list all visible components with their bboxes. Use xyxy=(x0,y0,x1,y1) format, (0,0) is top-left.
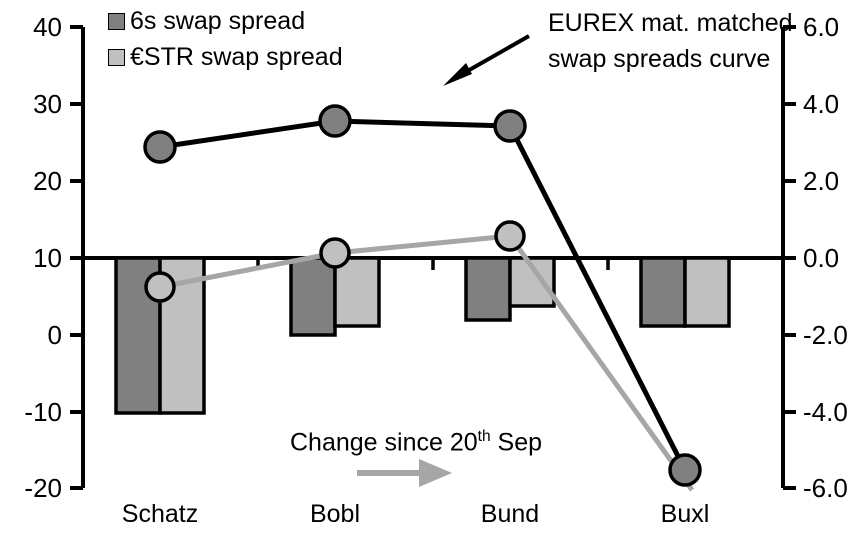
line-eurex-curve[interactable] xyxy=(159,118,688,472)
marker-eurex-bund xyxy=(493,109,527,143)
category-label-schatz: Schatz xyxy=(121,500,199,528)
right-axis-tick-label-6: 6.0 xyxy=(803,12,840,42)
left-axis-tick-label-40: 40 xyxy=(33,12,62,42)
bar-estr-buxl[interactable] xyxy=(683,256,731,328)
right-axis-tick-label-2: 2.0 xyxy=(803,166,840,196)
line-estr-markers xyxy=(144,220,526,303)
legend-item-estr-swap-spread[interactable]: €STR swap spread xyxy=(108,45,343,70)
callout-arrow-icon xyxy=(443,34,530,86)
left-axis-tick-label-20: 20 xyxy=(33,166,62,196)
bar-6s-buxl[interactable] xyxy=(639,256,687,328)
bar-6s-bund[interactable] xyxy=(464,256,512,322)
annotation-change-since-prefix: Change since 20 xyxy=(290,428,478,457)
bar-estr-bund[interactable] xyxy=(508,256,556,308)
annotation-eurex-curve-line2: swap spreads curve xyxy=(548,45,771,73)
left-axis-tick-label-0: 0 xyxy=(47,320,62,350)
right-axis-tick-label-minus4: -4.0 xyxy=(803,397,848,427)
marker-estr-bund xyxy=(494,220,526,252)
category-label-buxl: Buxl xyxy=(660,500,710,528)
legend-item-6s-swap-spread[interactable]: 6s swap spread xyxy=(108,9,305,34)
legend-label-estr: €STR swap spread xyxy=(130,43,343,71)
bar-6s-bobl[interactable] xyxy=(289,256,337,337)
right-axis xyxy=(781,25,796,490)
right-axis-tick-label-minus6: -6.0 xyxy=(803,473,848,503)
marker-eurex-bobl xyxy=(318,104,352,138)
left-axis-tick-label-minus10: -10 xyxy=(24,397,62,427)
right-axis-tick-label-0: 0.0 xyxy=(803,243,840,273)
left-axis-tick-label-30: 30 xyxy=(33,89,62,119)
line-estr-curve[interactable] xyxy=(159,233,695,492)
marker-estr-bobl xyxy=(319,237,351,269)
left-axis-tick-label-10: 10 xyxy=(33,243,62,273)
marker-estr-schatz xyxy=(144,271,176,303)
bar-estr-bobl[interactable] xyxy=(333,256,381,328)
category-label-bund: Bund xyxy=(480,500,540,528)
annotation-change-since: Change since 20th Sep xyxy=(290,428,542,457)
left-axis xyxy=(70,25,85,490)
right-axis-tick-label-4: 4.0 xyxy=(803,89,840,119)
annotation-change-since-suffix: Sep xyxy=(490,428,543,457)
marker-eurex-buxl xyxy=(668,453,702,487)
annotation-change-since-ordinal: th xyxy=(477,428,491,445)
bar-group-bobl xyxy=(289,256,381,337)
legend-swatch-estr-icon xyxy=(108,49,125,66)
left-axis-tick-label-minus20: -20 xyxy=(24,473,62,503)
right-axis-tick-label-minus2: -2.0 xyxy=(803,320,848,350)
change-direction-arrow-icon xyxy=(357,459,452,487)
bar-group-bund xyxy=(464,256,556,322)
line-eurex-markers xyxy=(143,104,702,487)
annotation-eurex-curve-line1: EUREX mat. matched xyxy=(548,9,793,37)
bar-group-buxl xyxy=(639,256,731,328)
category-label-bobl: Bobl xyxy=(309,500,361,528)
marker-eurex-schatz xyxy=(143,130,177,164)
legend-label-6s: 6s swap spread xyxy=(130,7,306,35)
bar-6s-schatz[interactable] xyxy=(114,256,162,415)
legend-swatch-6s-icon xyxy=(108,13,125,30)
